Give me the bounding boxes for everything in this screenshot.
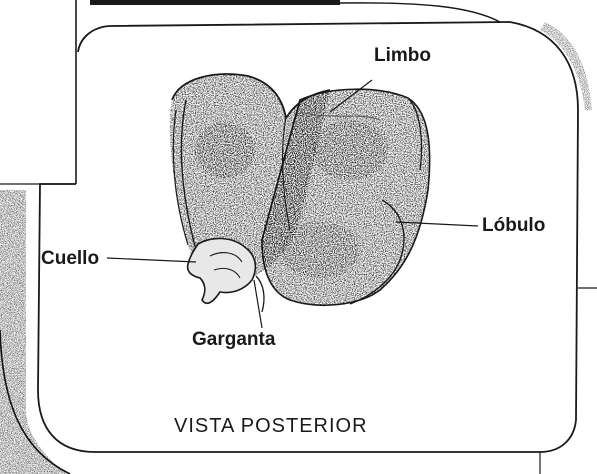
leader-garganta (254, 280, 262, 328)
label-garganta: Garganta (192, 330, 275, 349)
organ-illustration (170, 74, 430, 312)
left-texture-strip (0, 190, 70, 474)
label-cuello: Cuello (41, 249, 99, 268)
label-lobulo: Lóbulo (482, 216, 545, 235)
label-limbo: Limbo (374, 46, 431, 65)
leader-cuello (107, 258, 196, 262)
view-caption: VISTA POSTERIOR (174, 416, 368, 436)
corner-texture (540, 22, 592, 110)
